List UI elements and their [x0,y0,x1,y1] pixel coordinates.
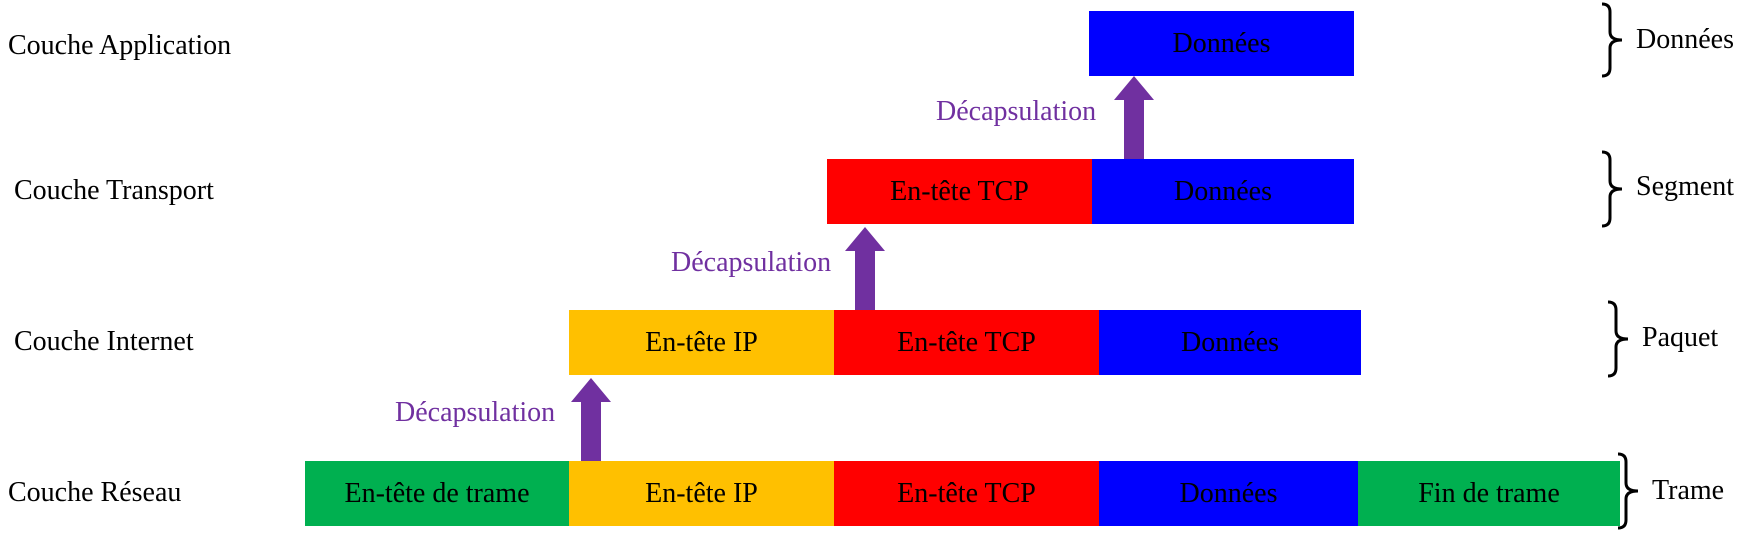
layer-label-transport: Couche Transport [14,175,214,206]
layer-label-internet: Couche Internet [14,326,194,357]
right-brace-icon [1601,2,1623,78]
layer-label-network: Couche Réseau [8,477,182,508]
transport-tcp-header-block: En-tête TCP [827,159,1092,224]
transport-data-block: Données [1092,159,1354,224]
right-brace-icon [1617,452,1639,530]
network-tcp-header-block: En-tête TCP [834,461,1099,526]
network-frame-trailer-block: Fin de trame [1358,461,1620,526]
up-arrow-icon [1114,76,1154,159]
unit-label-transport: Segment [1636,171,1734,202]
right-brace-icon [1607,300,1629,378]
internet-ip-header-block: En-tête IP [569,310,834,375]
layer-label-application: Couche Application [8,30,232,61]
application-data-block: Données [1089,11,1354,76]
unit-label-internet: Paquet [1642,322,1719,353]
network-frame-header-block: En-tête de trame [305,461,569,526]
right-brace-icon [1601,150,1623,228]
unit-label-network: Trame [1652,475,1725,506]
decapsulation-label-3: Décapsulation [395,397,556,428]
network-ip-header-block: En-tête IP [569,461,834,526]
up-arrow-icon [571,378,611,461]
unit-label-application: Données [1636,24,1734,55]
decapsulation-label-1: Décapsulation [936,96,1097,127]
internet-tcp-header-block: En-tête TCP [834,310,1099,375]
up-arrow-icon [845,227,885,310]
network-data-block: Données [1099,461,1358,526]
internet-data-block: Données [1099,310,1361,375]
decapsulation-label-2: Décapsulation [671,247,832,278]
